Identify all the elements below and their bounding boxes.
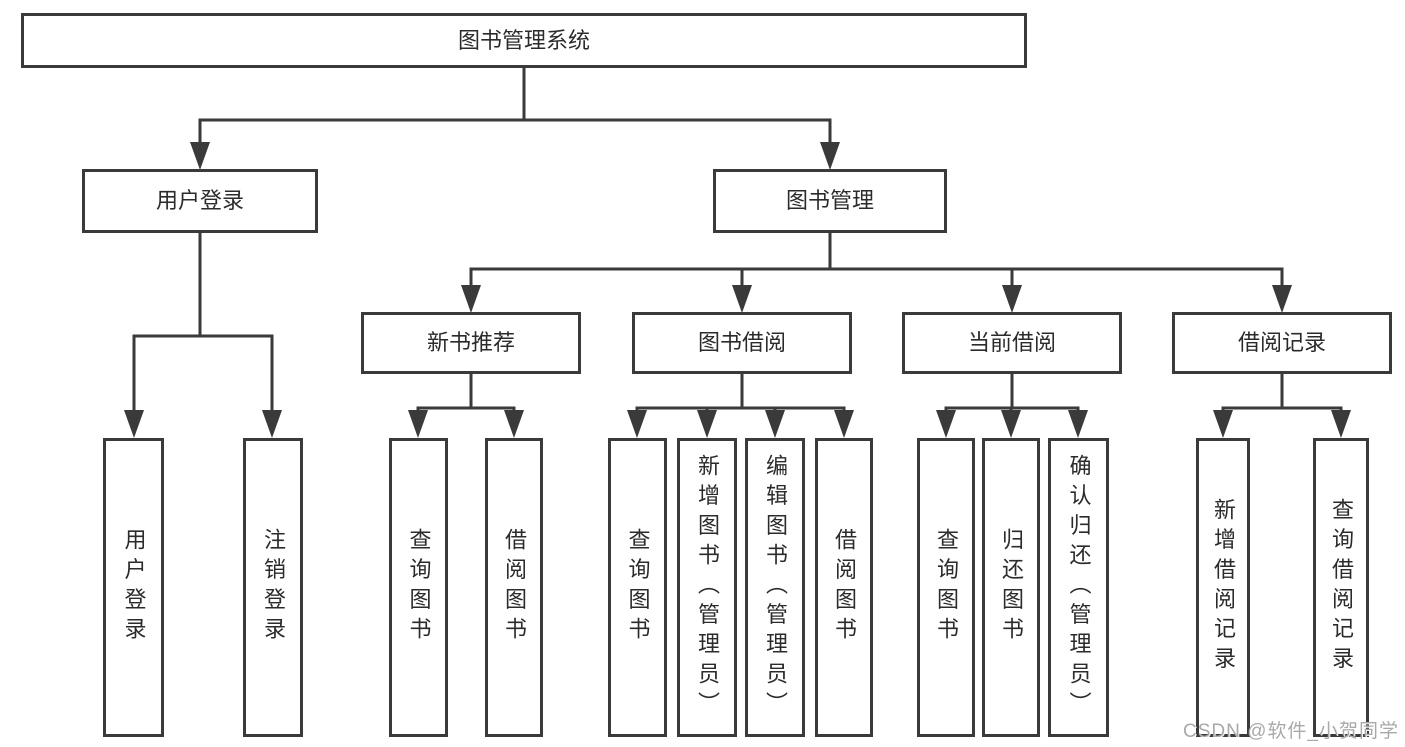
arrow-down-icon: [1068, 410, 1088, 438]
arrow-down-icon: [124, 410, 144, 438]
leaf-query-books-1: 查询图书: [389, 438, 448, 737]
arrow-down-icon: [834, 410, 854, 438]
leaf-add-borrow-record: 新增借阅记录: [1196, 438, 1250, 737]
connector-paths: [132, 68, 1343, 414]
arrowhead-icons: [124, 142, 1351, 438]
leaf-query-books-2: 查询图书: [608, 438, 667, 737]
arrow-down-icon: [627, 410, 647, 438]
leaf-user-login: 用户登录: [103, 438, 164, 737]
leaf-return-books: 归还图书: [982, 438, 1040, 737]
node-book-management: 图书管理: [713, 169, 947, 233]
node-root: 图书管理系统: [21, 13, 1027, 68]
leaf-query-borrow-record: 查询借阅记录: [1313, 438, 1369, 737]
arrow-down-icon: [408, 410, 428, 438]
node-book-borrow: 图书借阅: [632, 312, 852, 374]
node-new-book-recommend: 新书推荐: [361, 312, 581, 374]
arrow-down-icon: [504, 410, 524, 438]
arrow-down-icon: [1331, 410, 1351, 438]
leaf-add-books-admin: 新增图书（管理员）: [677, 438, 737, 737]
arrow-down-icon: [262, 410, 282, 438]
leaf-confirm-return-admin: 确认归还（管理员）: [1048, 438, 1109, 737]
arrow-down-icon: [820, 142, 840, 170]
leaf-edit-books-admin: 编辑图书（管理员）: [745, 438, 805, 737]
leaf-query-books-3: 查询图书: [917, 438, 975, 737]
node-current-borrow: 当前借阅: [902, 312, 1122, 374]
leaf-logout: 注销登录: [243, 438, 303, 737]
arrow-down-icon: [1272, 285, 1292, 313]
arrow-down-icon: [1213, 410, 1233, 438]
arrow-down-icon: [1001, 410, 1021, 438]
node-borrow-records: 借阅记录: [1172, 312, 1392, 374]
leaf-borrow-books-2: 借阅图书: [815, 438, 873, 737]
arrow-down-icon: [1002, 285, 1022, 313]
node-user-login: 用户登录: [82, 169, 318, 233]
arrow-down-icon: [461, 285, 481, 313]
arrow-down-icon: [697, 410, 717, 438]
arrow-down-icon: [936, 410, 956, 438]
arrow-down-icon: [765, 410, 785, 438]
arrow-down-icon: [732, 285, 752, 313]
arrow-down-icon: [190, 142, 210, 170]
leaf-borrow-books-1: 借阅图书: [485, 438, 543, 737]
watermark: CSDN @软件_小贺同学: [1183, 721, 1399, 742]
